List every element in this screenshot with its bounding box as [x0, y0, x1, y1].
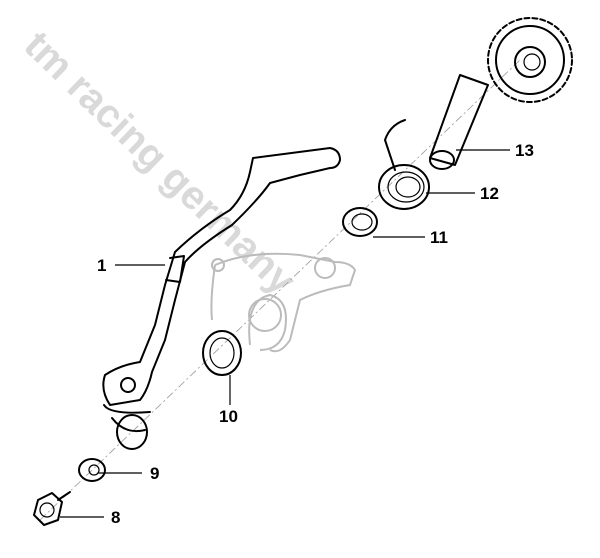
leader-lines	[60, 149, 510, 518]
watermark: tm racing germany	[16, 23, 305, 304]
callout-9: 9	[150, 464, 159, 483]
callout-12: 12	[480, 184, 499, 203]
callout-8: 8	[111, 508, 120, 527]
shaft-gear-13	[429, 17, 573, 170]
bolt-8	[33, 491, 71, 526]
housing-outline	[210, 252, 357, 353]
callout-10: 10	[219, 407, 238, 426]
bushing-11	[342, 207, 378, 237]
seal-10	[202, 330, 242, 376]
assembly-axis	[39, 59, 521, 521]
kick-lever	[102, 147, 341, 450]
callout-13: 13	[515, 141, 534, 160]
spring-12	[378, 119, 430, 210]
washer-9	[78, 458, 106, 482]
callout-1: 1	[97, 256, 106, 275]
callout-11: 11	[430, 228, 448, 247]
